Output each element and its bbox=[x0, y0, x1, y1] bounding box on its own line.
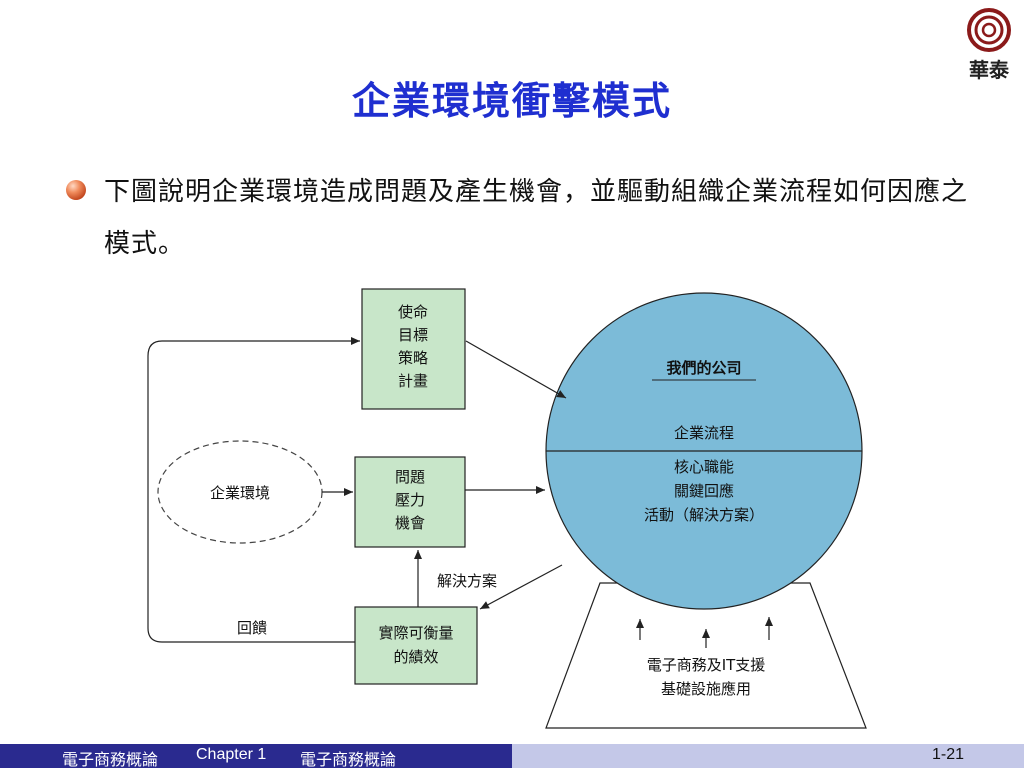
footer-left-band bbox=[0, 744, 512, 768]
bullet-icon bbox=[66, 180, 86, 200]
mission-line-1: 使命 bbox=[398, 303, 428, 321]
footer-chapter: Chapter 1 bbox=[196, 746, 267, 763]
circle-line-2: 關鍵回應 bbox=[674, 482, 734, 500]
company-label: 我們的公司 bbox=[666, 359, 741, 377]
process-label: 企業流程 bbox=[674, 424, 734, 442]
footer-course: 電子商務概論 bbox=[62, 752, 159, 769]
infra-line-2: 基礎設施應用 bbox=[661, 680, 751, 698]
page-title: 企業環境衝擊模式 bbox=[351, 78, 672, 123]
mission-to-company-arrow bbox=[465, 340, 567, 399]
problems-line-2: 壓力 bbox=[395, 491, 425, 509]
problems-box bbox=[354, 456, 466, 548]
circle-line-3: 活動（解決方案） bbox=[644, 506, 764, 524]
problems-line-3: 機會 bbox=[395, 514, 425, 532]
footer-right-band bbox=[512, 744, 1024, 768]
logo-text: 華泰 bbox=[969, 58, 1009, 82]
feedback-label: 回饋 bbox=[237, 619, 267, 637]
footer-page-number: 1-21 bbox=[931, 746, 964, 763]
performance-line-1: 實際可衡量 bbox=[378, 624, 453, 642]
performance-line-2: 的績效 bbox=[393, 648, 438, 666]
circle-line-1: 核心職能 bbox=[674, 458, 734, 476]
mission-line-4: 計畫 bbox=[398, 372, 428, 390]
footer: 電子商務概論 Chapter 1 電子商務概論 1-21 bbox=[0, 744, 1024, 769]
logo: 華泰 bbox=[958, 6, 1020, 86]
bullet-text: 下圖說明企業環境造成問題及產生機會，並驅動組織企業流程如何因應之模式。 bbox=[104, 177, 969, 259]
company-to-performance-arrow bbox=[479, 564, 563, 610]
impact-model-diagram: 使命 目標 策略 計畫 企業環境 問題 壓力 機會 解決方案 回饋 實際可衡量 … bbox=[147, 288, 867, 729]
performance-box bbox=[354, 606, 478, 685]
logo-icon bbox=[967, 8, 1011, 52]
feedback-arrow bbox=[147, 337, 360, 643]
environment-label: 企業環境 bbox=[210, 484, 270, 502]
mission-line-3: 策略 bbox=[398, 349, 428, 367]
footer-course-repeat: 電子商務概論 bbox=[300, 752, 397, 769]
mission-line-2: 目標 bbox=[398, 326, 428, 344]
solution-label: 解決方案 bbox=[437, 572, 497, 590]
mission-box bbox=[361, 288, 466, 410]
problems-line-1: 問題 bbox=[395, 468, 425, 486]
infra-line-1: 電子商務及IT支援 bbox=[647, 656, 766, 674]
